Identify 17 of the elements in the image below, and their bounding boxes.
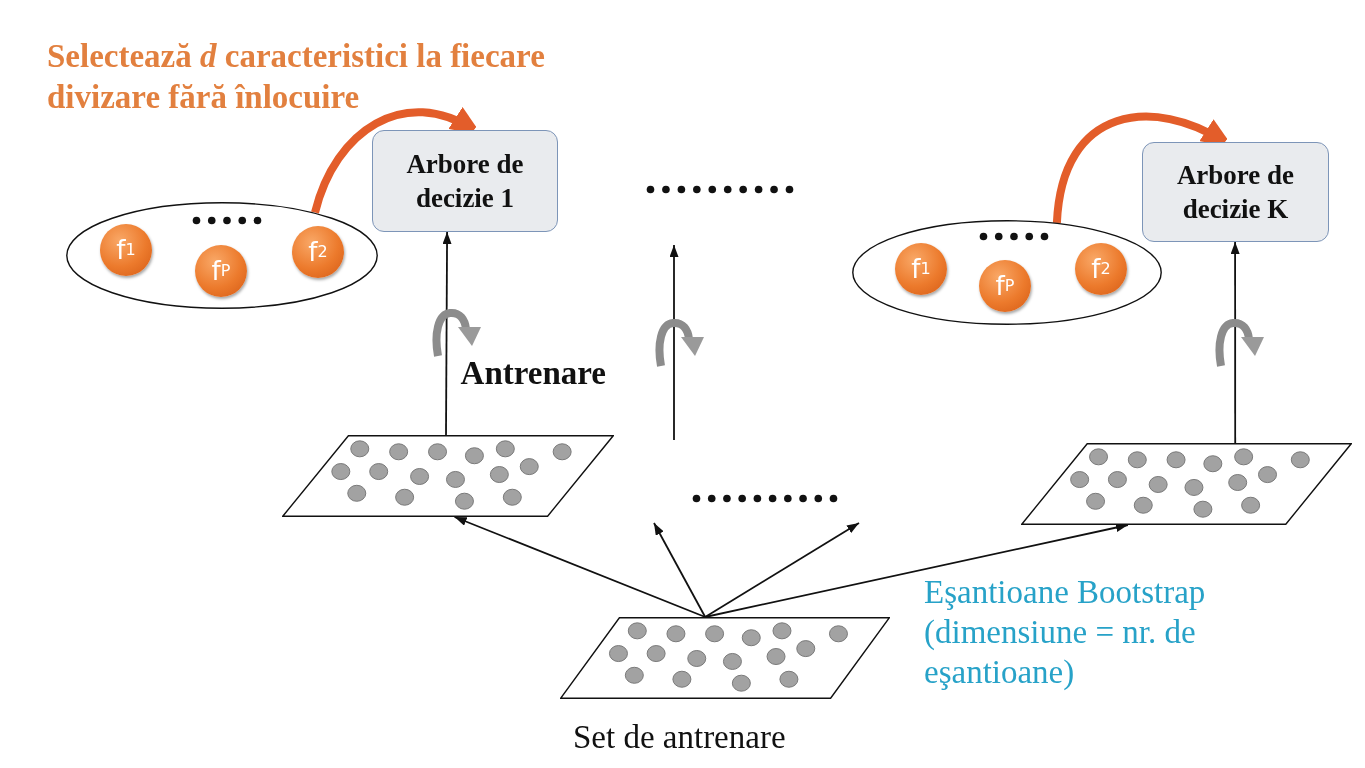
edge-label: Antrenare [460, 353, 606, 392]
feature-ellipse [66, 202, 378, 309]
title: Selectează d caracteristici la fiecare divizare fără înlocuire [47, 37, 546, 117]
feature-ellipse [852, 220, 1162, 325]
decision-tree-box: Arbore de decizie K [1142, 142, 1329, 242]
arrow [1230, 241, 1240, 444]
dataset-drawing [282, 435, 614, 517]
arrow [453, 516, 707, 618]
arrow [653, 522, 707, 618]
dataset-drawing [560, 617, 890, 699]
arrow [704, 523, 1129, 618]
decision-tree-box: Arbore de decizie 1 [372, 130, 558, 232]
node-label: Set de antrenare [573, 718, 786, 756]
arrow [704, 522, 860, 618]
arrow [442, 231, 452, 436]
note-text: Eşantioane Bootstrap (dimensiune = nr. de eşantioane) [924, 573, 1207, 692]
dataset-drawing [1021, 443, 1352, 525]
